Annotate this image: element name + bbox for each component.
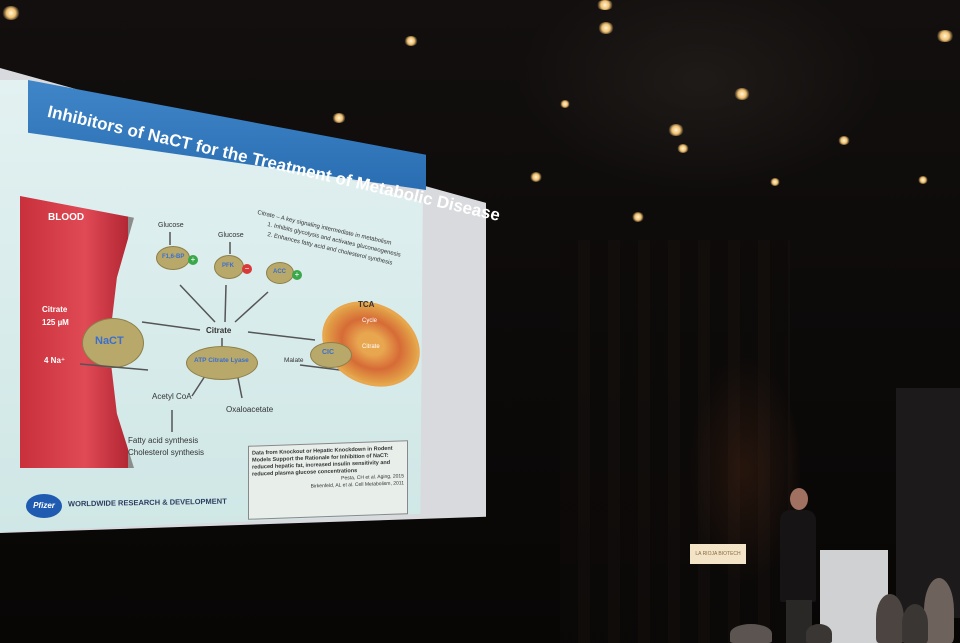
cic-transporter [310,342,352,368]
pathway-arrows [79,232,341,432]
mito-citrate-label: Citrate [362,344,380,350]
stage-curtain [560,240,790,643]
sodium-label: 4 Na⁺ [44,356,66,365]
acetyl-coa-label: Acetyl CoA [152,392,192,401]
inhibition-minus-icon: − [242,264,252,274]
glucose-label-1: Glucose [158,222,184,229]
pfizer-logo: Pfizer [26,494,62,518]
arrow-citrate-glucose1 [179,284,216,323]
audience-member [876,594,904,643]
tca-label: TCA [358,300,375,309]
citrate-concentration: 125 µM [42,318,69,327]
activation-plus-icon: + [188,255,198,265]
side-panel [896,388,960,618]
ceiling-light [677,144,689,153]
audience-member [924,578,954,643]
ceiling-light [936,30,954,42]
arrow-cic-citrate [247,331,316,341]
malate-label: Malate [284,357,304,364]
ceiling-light [632,212,644,222]
ceiling-light [598,22,614,34]
glucose-label-2: Glucose [218,232,244,239]
arrow-sodium [79,363,149,371]
speaker-body [780,510,816,602]
blood-label: BLOOD [48,212,85,223]
arrow-nact-citrate [141,321,201,331]
podium-sign-text: LA RIOJA BIOTECH [695,551,741,557]
citrate-label: Citrate [42,305,68,314]
atp-citrate-lyase-label: ATP Citrate Lyase [194,357,249,364]
enzyme-oval-2 [214,255,244,279]
enzyme-label-2: PFK [222,263,234,269]
ceiling-light [838,136,850,145]
speaker-head [790,488,808,510]
arrow-lyase-oxaloacetate [237,377,243,399]
rodent-data-box: Data from Knockout or Hepatic Knockdown … [248,440,408,520]
ceiling-light [668,124,684,136]
audience-member [730,624,772,643]
audience-member [902,604,928,643]
cic-label: CIC [322,349,335,356]
center-citrate-label: Citrate [206,326,232,335]
ceiling-light [530,172,542,182]
cycle-label: Cycle [362,318,378,324]
atp-citrate-lyase [186,346,258,380]
cholesterol-label: Cholesterol synthesis [128,448,205,457]
ceiling-light [734,88,750,100]
arrow-citrate-acc [234,291,269,323]
activation-plus-icon: + [292,270,302,280]
ceiling-light [918,176,928,184]
nact-label: NaCT [95,335,124,347]
podium-sign: LA RIOJA BIOTECH [690,544,746,564]
arrow-lyase-acetylcoa [191,375,206,397]
audience-member [806,624,832,643]
ceiling-light [332,113,346,123]
ceiling-light [2,6,20,20]
ceiling-light [596,0,614,10]
ceiling-light [770,178,780,186]
enzyme-label-1: F1,6-BP [162,254,185,260]
arrow-malate [299,364,341,371]
arrow-citrate-glucose2 [224,284,227,323]
ceiling-light [560,100,570,108]
oxaloacetate-label: Oxaloacetate [226,405,274,414]
fatty-acid-label: Fatty acid synthesis [128,436,199,445]
ceiling-light [404,36,418,46]
enzyme-label-3: ACC [273,269,286,275]
